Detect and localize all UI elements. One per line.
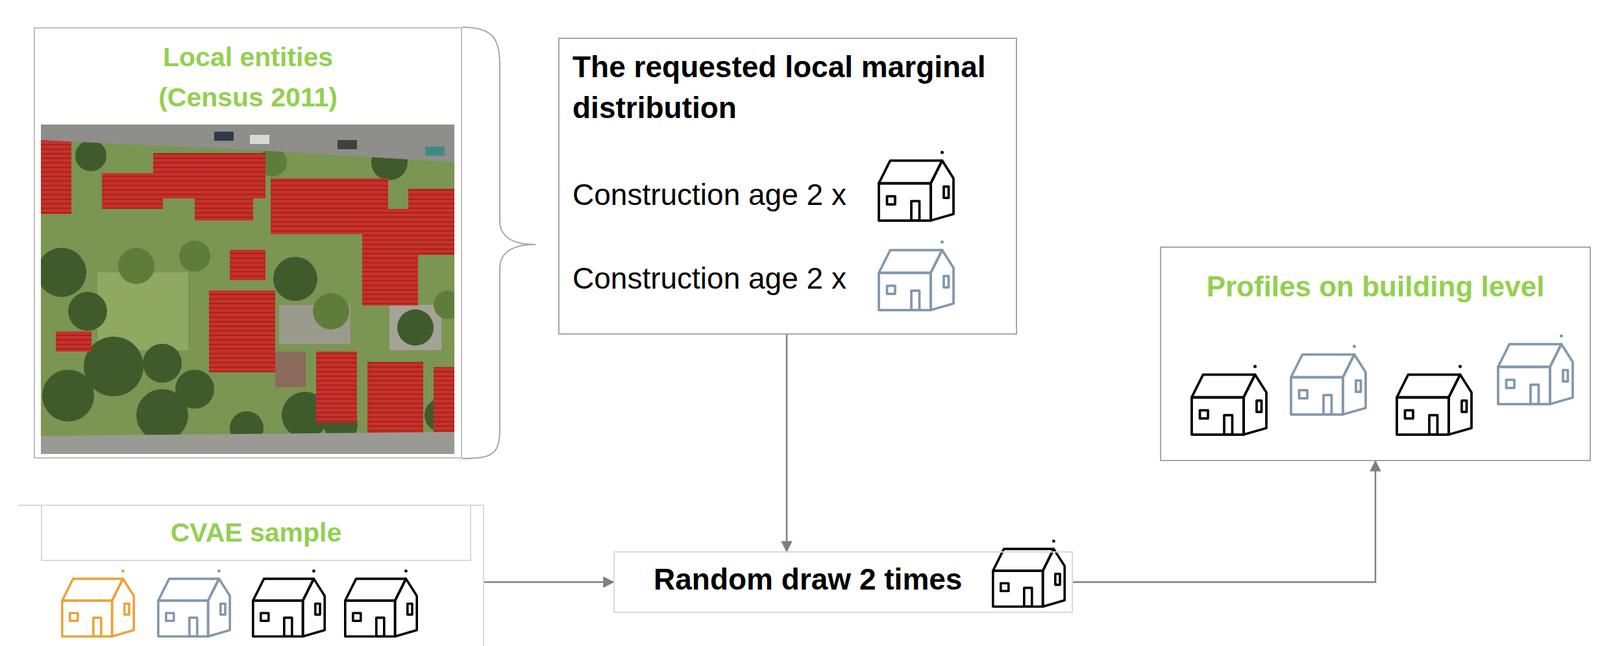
house-icon <box>1291 345 1366 416</box>
roof <box>194 194 254 221</box>
driveway <box>389 305 442 351</box>
tree <box>397 309 434 346</box>
label-text: Random draw 2 times <box>653 553 962 607</box>
tree <box>433 290 455 320</box>
road <box>40 432 455 455</box>
tree <box>40 247 87 298</box>
road <box>40 124 455 163</box>
roof <box>153 153 266 199</box>
tree <box>42 369 95 422</box>
car <box>249 135 270 145</box>
tree <box>175 369 215 409</box>
roof <box>316 351 357 424</box>
house-icon <box>1498 334 1573 406</box>
flow-arrow <box>786 334 788 552</box>
body-text: Construction age 2 x <box>572 177 847 213</box>
input-box: CVAE sample <box>18 504 485 646</box>
tree <box>75 140 107 172</box>
heading-text: CVAE sample <box>40 504 472 562</box>
grass-ground <box>40 124 455 455</box>
house-icon <box>158 569 230 637</box>
roof <box>275 351 306 388</box>
house-icon <box>878 240 954 311</box>
house-icon <box>345 569 417 637</box>
tree <box>179 240 211 272</box>
tree-group <box>118 147 455 330</box>
house-icon <box>1191 365 1267 436</box>
house-icon <box>62 569 134 637</box>
roof <box>229 249 266 281</box>
house-icon <box>253 569 325 637</box>
heading-text: The requested local marginal distributio… <box>572 46 1003 129</box>
tree <box>273 257 318 302</box>
flow-arrow <box>1072 461 1376 583</box>
tree-group <box>40 140 455 446</box>
process-box: The requested local marginal distributio… <box>558 37 1018 335</box>
car <box>214 131 234 141</box>
house-icon <box>878 151 954 222</box>
flow-arrow <box>484 581 614 584</box>
output-box: Profiles on building level <box>1159 246 1591 462</box>
heading-text: Local entities (Census 2011) <box>137 37 359 118</box>
tree <box>312 293 350 330</box>
region-box: Local entities (Census 2011) <box>33 27 463 459</box>
aerial-photo <box>40 124 455 455</box>
roof <box>367 362 424 434</box>
roof <box>209 290 276 373</box>
house-icon <box>993 540 1065 607</box>
process-box: Random draw 2 times <box>613 551 1073 614</box>
car <box>337 140 357 150</box>
tree <box>118 247 155 285</box>
roof <box>40 132 72 215</box>
tree <box>68 292 108 332</box>
roof <box>55 331 92 352</box>
heading-text: Profiles on building level <box>1206 268 1545 305</box>
car <box>425 146 445 156</box>
roof-group <box>40 132 455 450</box>
body-text: Construction age 2 x <box>572 261 847 296</box>
curly-brace <box>462 27 536 459</box>
tree <box>142 344 182 383</box>
house-icon <box>1396 365 1472 436</box>
roof <box>408 188 455 256</box>
